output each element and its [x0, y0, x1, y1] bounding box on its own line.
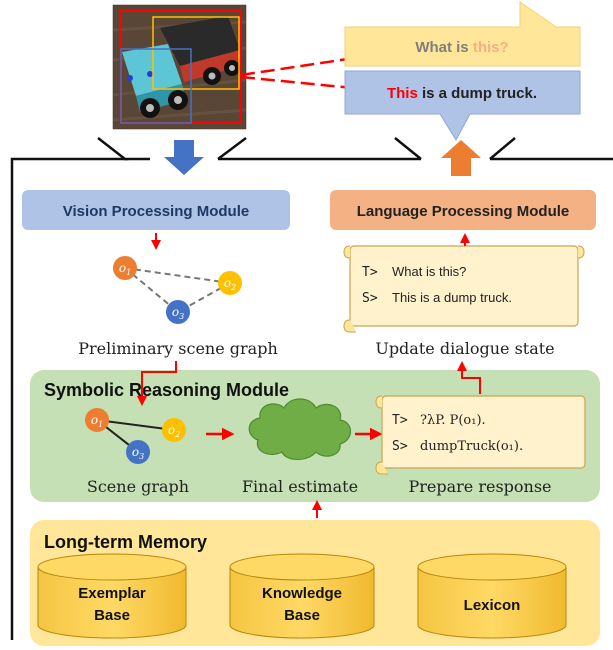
question-bubble: What is this?	[344, 1, 581, 67]
node-o1	[113, 256, 137, 280]
question-text: What is	[415, 39, 473, 56]
output-arrow	[441, 140, 481, 176]
dialogue-line-1: What is this?	[392, 264, 466, 279]
answer-highlight: This	[387, 85, 418, 102]
response-line-1: ?λP. P(o₁).	[420, 413, 486, 428]
preliminary-scene-graph: o1 o2 o3	[113, 256, 242, 324]
svg-text:T> What is this?: T> What is this?	[362, 264, 466, 280]
scene-graph-caption: Scene graph	[87, 477, 189, 496]
svg-text:Knowledge: Knowledge	[262, 585, 342, 602]
dialogue-speaker-t: T>	[362, 265, 378, 280]
symbolic-module-title: Symbolic Reasoning Module	[44, 380, 289, 400]
svg-text:This is a dump truck.: This is a dump truck.	[387, 85, 537, 102]
vision-module-title: Vision Processing Module	[63, 203, 249, 220]
svg-text:Base: Base	[284, 607, 320, 624]
dialogue-line-2: This is a dump truck.	[392, 290, 512, 305]
exemplar-line2: Base	[94, 607, 130, 624]
toy-truck-photo	[112, 4, 247, 130]
dialogue-caption: Update dialogue state	[375, 339, 554, 358]
language-module-title: Language Processing Module	[357, 203, 570, 220]
knowledge-line1: Knowledge	[262, 585, 342, 602]
lexicon-label: Lexicon	[464, 597, 521, 614]
final-estimate-caption: Final estimate	[242, 477, 358, 496]
exemplar-base-store: Exemplar Base	[37, 553, 187, 639]
prepare-response-caption: Prepare response	[408, 477, 551, 496]
response-speaker-t: T>	[392, 413, 408, 428]
svg-text:T> ?λP. P(o₁).: T> ?λP. P(o₁).	[392, 413, 486, 428]
prelim-to-scenegraph-arrow	[137, 361, 177, 406]
svg-text:o2: o2	[168, 423, 180, 439]
knowledge-line2: Base	[284, 607, 320, 624]
response-scroll: T> ?λP. P(o₁). S> dumpTruck(o₁).	[375, 395, 586, 475]
svg-text:o1: o1	[119, 261, 131, 277]
vision-module: Vision Processing Module	[22, 190, 290, 230]
svg-text:o3: o3	[132, 445, 144, 461]
memory-module-title: Long-term Memory	[44, 532, 207, 552]
svg-text:S> dumpTruck(o₁).: S> dumpTruck(o₁).	[392, 439, 523, 454]
exemplar-line1: Exemplar	[78, 585, 146, 602]
scene-graph: o1 o2 o3	[85, 408, 186, 464]
dialogue-scroll: T> What is this? S> This is a dump truck…	[343, 245, 585, 333]
svg-text:S> This is a dump truck.: S> This is a dump truck.	[362, 290, 512, 306]
svg-text:o1: o1	[91, 413, 103, 429]
svg-text:What is this?: What is this?	[415, 39, 508, 56]
lexicon-store: Lexicon	[417, 553, 567, 639]
svg-text:Exemplar: Exemplar	[78, 585, 146, 602]
final-estimate-cloud	[248, 398, 352, 461]
preliminary-graph-caption: Preliminary scene graph	[78, 339, 278, 358]
knowledge-base-store: Knowledge Base	[229, 553, 375, 639]
language-module: Language Processing Module	[330, 190, 596, 230]
dialogue-speaker-s: S>	[362, 291, 378, 306]
question-highlight: this?	[473, 39, 509, 56]
svg-text:o3: o3	[172, 305, 184, 321]
answer-text: is a dump truck.	[418, 85, 537, 102]
svg-text:Base: Base	[94, 607, 130, 624]
svg-text:o2: o2	[224, 276, 236, 292]
node-o2	[218, 271, 242, 295]
scene-node-o1	[85, 408, 109, 432]
svg-text:Lexicon: Lexicon	[464, 597, 521, 614]
response-to-dialogue-arrow	[457, 361, 481, 394]
scene-node-o2	[162, 418, 186, 442]
scene-node-o3	[126, 440, 150, 464]
node-o3	[166, 300, 190, 324]
response-speaker-s: S>	[392, 439, 408, 454]
response-line-2: dumpTruck(o₁).	[420, 439, 523, 454]
system-frame	[10, 137, 613, 640]
input-arrow	[164, 140, 204, 175]
answer-bubble: This is a dump truck.	[344, 70, 581, 142]
